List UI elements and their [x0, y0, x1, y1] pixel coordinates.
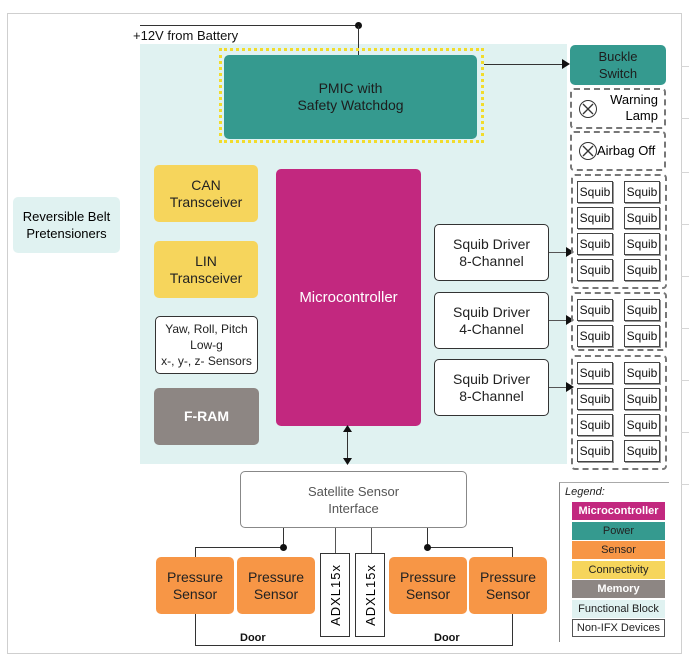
driver-squib-line	[549, 252, 569, 253]
battery-to-pmic-line	[358, 26, 359, 56]
buckle-switch-block[interactable]: Buckle Switch	[570, 45, 666, 85]
divider-tick	[681, 118, 689, 119]
squib[interactable]: Squib	[577, 440, 613, 462]
bus-line	[427, 547, 512, 548]
squib[interactable]: Squib	[577, 207, 613, 229]
door-label: Door	[240, 632, 266, 644]
airbag-off-block[interactable]: Airbag Off	[570, 131, 666, 171]
squib[interactable]: Squib	[624, 207, 660, 229]
legend-item: Non-IFX Devices	[572, 619, 665, 637]
squib-group	[571, 174, 667, 289]
squib[interactable]: Squib	[624, 181, 660, 203]
bus-line	[427, 528, 428, 548]
bus-line	[512, 547, 513, 557]
junction-dot	[355, 22, 362, 29]
accelerometer-label: ADXL15x	[327, 564, 343, 626]
lamp-icon	[579, 100, 597, 118]
right-divider	[681, 13, 682, 654]
mcu-satellite-line	[347, 430, 348, 460]
divider-tick	[681, 328, 689, 329]
microcontroller-block[interactable]: Microcontroller	[276, 169, 421, 426]
divider-tick	[681, 66, 689, 67]
battery-line	[140, 25, 359, 26]
safety-highlight	[219, 48, 484, 143]
bus-line	[335, 528, 336, 553]
door-label: Door	[434, 632, 460, 644]
legend-item: Microcontroller	[572, 502, 665, 520]
pmic-block[interactable]: PMIC with Safety Watchdog	[224, 55, 477, 139]
pmic-buckle-line	[484, 64, 564, 65]
bus-line	[283, 528, 284, 548]
legend-item: Sensor	[572, 541, 665, 559]
squib[interactable]: Squib	[577, 362, 613, 384]
divider-tick	[681, 224, 689, 225]
pressure-sensor-block[interactable]: Pressure Sensor	[237, 557, 315, 614]
power-input-label: +12V from Battery	[133, 28, 239, 43]
lin-transceiver-block[interactable]: LIN Transceiver	[154, 241, 258, 298]
warning-lamp-label: Warning Lamp	[610, 92, 658, 123]
divider-tick	[681, 172, 689, 173]
junction-dot	[424, 544, 431, 551]
squib[interactable]: Squib	[577, 259, 613, 281]
can-transceiver-block[interactable]: CAN Transceiver	[154, 165, 258, 222]
divider-tick	[681, 484, 689, 485]
arrow-head-icon	[566, 247, 574, 257]
door-line	[195, 614, 196, 646]
legend-item: Connectivity	[572, 560, 665, 579]
squib[interactable]: Squib	[577, 299, 613, 321]
squib[interactable]: Squib	[577, 388, 613, 410]
squib[interactable]: Squib	[624, 299, 660, 321]
squib[interactable]: Squib	[624, 362, 660, 384]
inertial-sensors-block[interactable]: Yaw, Roll, Pitch Low-g x-, y-, z- Sensor…	[155, 316, 258, 374]
arrow-head-icon	[566, 315, 574, 325]
squib-driver-block[interactable]: Squib Driver 8-Channel	[434, 224, 549, 281]
accelerometer-label: ADXL15x	[362, 564, 378, 626]
squib[interactable]: Squib	[577, 181, 613, 203]
legend-item: Memory	[572, 580, 665, 598]
divider-tick	[681, 432, 689, 433]
arrow-head-icon	[566, 382, 574, 392]
bus-line	[371, 528, 372, 553]
pressure-sensor-block[interactable]: Pressure Sensor	[156, 557, 234, 614]
arrow-head-icon	[562, 59, 570, 69]
satellite-interface-block[interactable]: Satellite Sensor Interface	[240, 471, 467, 528]
pressure-sensor-block[interactable]: Pressure Sensor	[469, 557, 547, 614]
door-line	[512, 614, 513, 646]
divider-tick	[681, 380, 689, 381]
bus-line	[195, 547, 196, 557]
squib-group	[571, 292, 667, 351]
squib[interactable]: Squib	[577, 414, 613, 436]
pressure-sensor-block[interactable]: Pressure Sensor	[389, 557, 467, 614]
squib[interactable]: Squib	[577, 325, 613, 347]
fram-block[interactable]: F-RAM	[154, 388, 259, 445]
squib-driver-block[interactable]: Squib Driver 8-Channel	[434, 359, 549, 416]
squib[interactable]: Squib	[624, 325, 660, 347]
squib[interactable]: Squib	[624, 388, 660, 410]
driver-squib-line	[549, 320, 569, 321]
door-line	[195, 645, 513, 646]
bus-line	[195, 547, 284, 548]
legend-title: Legend:	[565, 486, 605, 498]
bidirectional-arrow-icon	[343, 425, 352, 465]
accelerometer-block[interactable]: ADXL15x	[320, 553, 350, 637]
junction-dot	[280, 544, 287, 551]
legend-item: Functional Block	[572, 599, 665, 618]
squib-driver-block[interactable]: Squib Driver 4-Channel	[434, 292, 549, 349]
squib[interactable]: Squib	[577, 233, 613, 255]
airbag-off-label: Airbag Off	[597, 143, 656, 158]
squib[interactable]: Squib	[624, 233, 660, 255]
squib[interactable]: Squib	[624, 440, 660, 462]
accelerometer-block[interactable]: ADXL15x	[355, 553, 385, 637]
legend-item: Power	[572, 521, 665, 540]
divider-tick	[681, 276, 689, 277]
belt-pretensioners-block[interactable]: Reversible Belt Pretensioners	[13, 197, 120, 253]
squib[interactable]: Squib	[624, 414, 660, 436]
squib-group	[571, 355, 667, 470]
lamp-icon	[579, 142, 597, 160]
driver-squib-line	[549, 387, 569, 388]
warning-lamp-block[interactable]: Warning Lamp	[570, 88, 666, 129]
squib[interactable]: Squib	[624, 259, 660, 281]
